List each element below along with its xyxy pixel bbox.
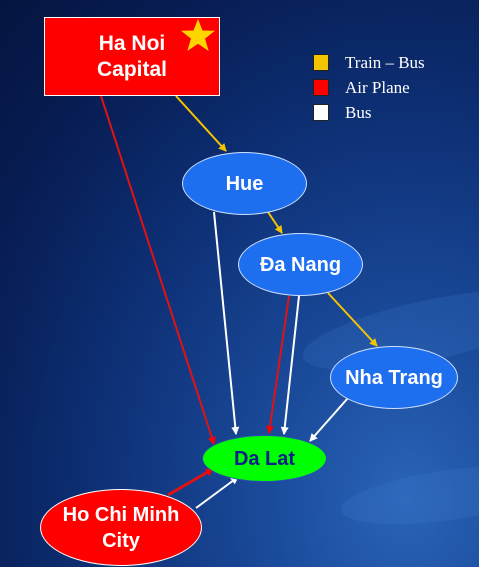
star-icon: [181, 19, 215, 51]
legend-label: Train – Bus: [345, 52, 425, 72]
node-label: Nha Trang: [345, 366, 443, 389]
edge-danang-dalat-bus: [280, 295, 300, 435]
node-label: Ha Noi Capital: [96, 31, 167, 81]
legend-swatch: [313, 104, 329, 121]
edge-hanoi-dalat: [100, 95, 216, 445]
node-hue: Hue: [182, 152, 307, 215]
edge-danang-nhatrang: [327, 292, 378, 347]
legend-swatch: [313, 79, 329, 96]
node-nha-trang: Nha Trang: [330, 346, 458, 409]
edge-nhatrang-dalat: [309, 397, 349, 442]
legend-item-bus: Bus: [313, 100, 425, 125]
edge-hcm-dalat-bus: [195, 476, 239, 509]
node-da-nang: Đa Nang: [238, 233, 363, 296]
edge-hue-danang: [267, 211, 283, 234]
node-label: Ho Chi Minh City: [62, 503, 180, 552]
node-da-lat: Da Lat: [202, 435, 327, 482]
node-ha-noi-capital: Ha Noi Capital: [44, 17, 220, 96]
edge-hue-dalat: [213, 211, 240, 435]
edge-hanoi-hue: [175, 95, 227, 152]
legend-label: Bus: [345, 102, 372, 122]
node-label: Hue: [225, 172, 264, 195]
legend: Train – Bus Air Plane Bus: [313, 50, 425, 125]
edge-hcm-dalat-air: [167, 467, 214, 497]
node-label: Đa Nang: [259, 253, 342, 276]
legend-item-air-plane: Air Plane: [313, 75, 425, 100]
node-ho-chi-minh-city: Ho Chi Minh City: [40, 489, 202, 566]
edge-danang-dalat-air: [266, 295, 290, 434]
legend-label: Air Plane: [345, 77, 410, 97]
node-label: Da Lat: [233, 447, 296, 470]
legend-item-train-bus: Train – Bus: [313, 50, 425, 75]
legend-swatch: [313, 54, 329, 71]
